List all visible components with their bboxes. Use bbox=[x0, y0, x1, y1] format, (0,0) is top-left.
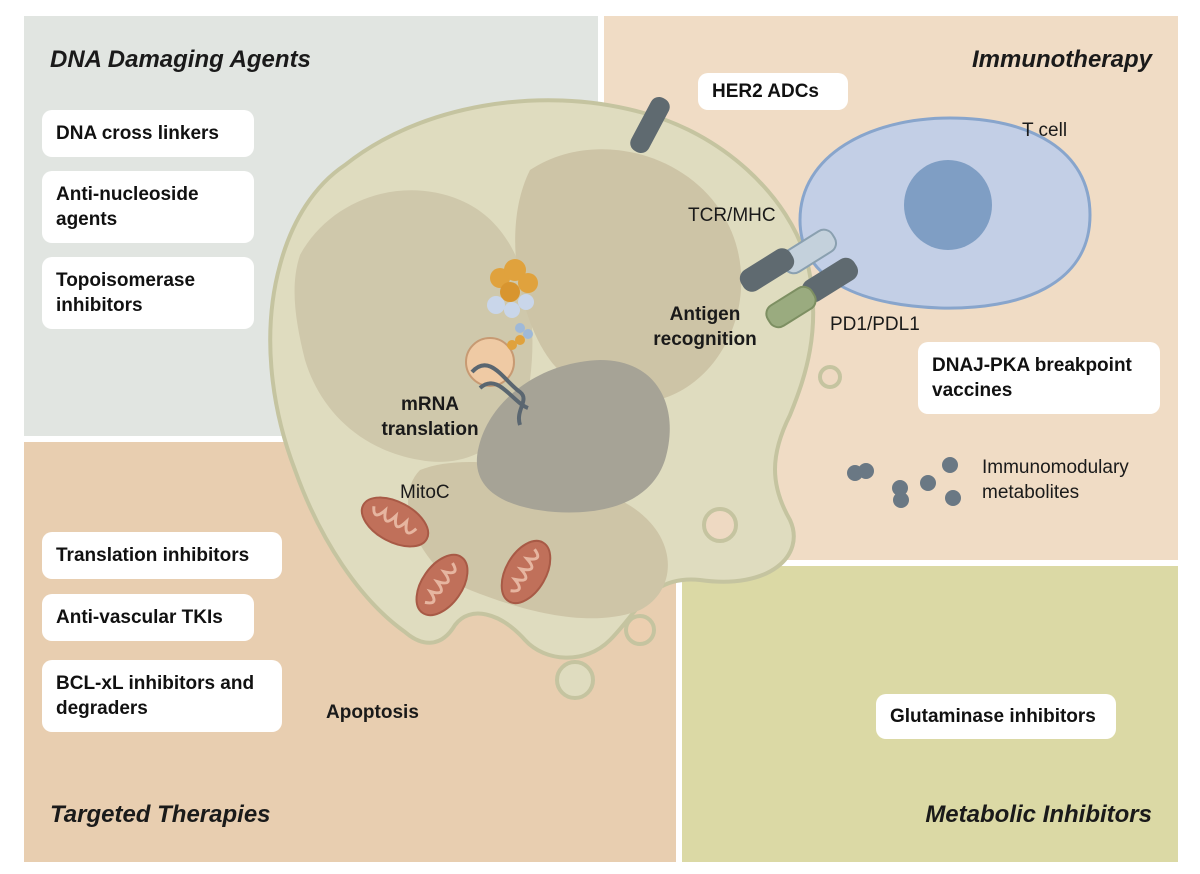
drug-class-anti-nucleoside: Anti-nucleoside agents bbox=[42, 171, 254, 243]
tcr-mhc-label: TCR/MHC bbox=[688, 205, 776, 226]
ribosome-icon bbox=[465, 323, 533, 426]
drug-class-her2-adcs: HER2 ADCs bbox=[698, 73, 848, 110]
pd1-receptor-icon bbox=[801, 257, 859, 303]
immunomodulary-metabolites-label: Immunomodulary metabolites bbox=[982, 457, 1129, 503]
drug-class-dna-cross-linkers: DNA cross linkers bbox=[42, 110, 254, 157]
pdl1-receptor-icon bbox=[765, 285, 817, 329]
vesicle bbox=[555, 660, 595, 700]
drug-class-topoisomerase: Topoisomerase inhibitors bbox=[42, 257, 254, 329]
mitochondrion bbox=[500, 539, 552, 605]
mitoc-label: MitoC bbox=[400, 482, 450, 503]
her2-receptor-icon bbox=[630, 96, 670, 154]
cytoplasm-region bbox=[294, 190, 533, 462]
targeted-therapies-title: Targeted Therapies bbox=[50, 801, 271, 828]
mitochondrion bbox=[360, 496, 430, 548]
drug-class-anti-vascular-tkis: Anti-vascular TKIs bbox=[42, 594, 254, 641]
apoptosis-label: Apoptosis bbox=[326, 702, 419, 723]
pd1-pdl1-label: PD1/PDL1 bbox=[830, 314, 920, 335]
drug-class-bcl-xl: BCL-xL inhibitors and degraders bbox=[42, 660, 282, 732]
vesicle bbox=[702, 507, 738, 543]
antigen-recognition-label: Antigen recognition bbox=[653, 304, 757, 350]
protein-structure-icon bbox=[487, 259, 538, 318]
mitochondrion bbox=[415, 553, 469, 617]
t-cell-label: T cell bbox=[1022, 120, 1068, 141]
metabolic-inhibitors-title: Metabolic Inhibitors bbox=[925, 801, 1152, 828]
immunotherapy-title: Immunotherapy bbox=[971, 46, 1152, 73]
vesicle bbox=[818, 365, 842, 389]
mhc-receptor-icon bbox=[739, 248, 795, 292]
cytoplasm-region bbox=[515, 149, 742, 404]
dna-damaging-title: DNA Damaging Agents bbox=[50, 46, 311, 73]
mrna-translation-label: mRNA translation bbox=[381, 394, 479, 440]
drug-class-translation-inhibitors: Translation inhibitors bbox=[42, 532, 282, 579]
t-cell-nucleus bbox=[904, 160, 992, 250]
drug-class-glutaminase: Glutaminase inhibitors bbox=[876, 694, 1116, 739]
metabolite-dots bbox=[847, 457, 961, 508]
drug-class-dnaj-pka-vaccines: DNAJ-PKA breakpoint vaccines bbox=[918, 342, 1160, 414]
vesicle bbox=[624, 614, 656, 646]
